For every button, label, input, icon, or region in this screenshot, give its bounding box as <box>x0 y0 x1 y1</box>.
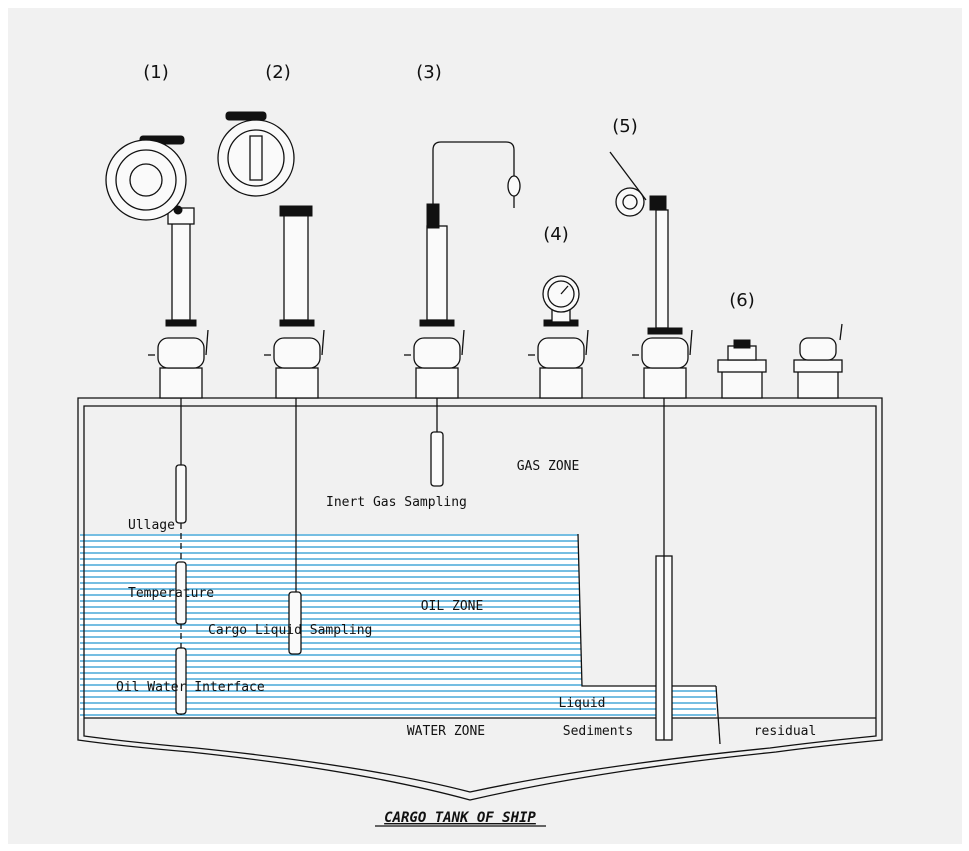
inert-gas-sampling-label: Inert Gas Sampling <box>326 495 467 510</box>
liquid-label: Liquid <box>559 696 606 711</box>
ullage-label: Ullage <box>128 518 175 533</box>
instrument-4-number: (4) <box>543 224 569 245</box>
instrument-5-sediment-sampler[interactable] <box>609 151 693 741</box>
instrument-6-valves[interactable] <box>717 323 843 399</box>
water-zone-label: WATER ZONE <box>407 724 485 739</box>
oil-zone-label: OIL ZONE <box>421 599 484 614</box>
instrument-1-utimeter[interactable] <box>105 135 209 715</box>
tank-outline <box>77 397 883 801</box>
instrument-3-gas-sampler[interactable] <box>404 141 521 487</box>
gas-zone-label: GAS ZONE <box>517 459 580 474</box>
instrument-6-number: (6) <box>729 290 755 311</box>
oil-water-interface-label: Oil Water Interface <box>116 680 265 695</box>
residual-label: residual <box>754 724 817 739</box>
cargo-liquid-sampling-label: Cargo Liquid Sampling <box>208 623 372 638</box>
instrument-2-number: (2) <box>265 62 291 83</box>
instrument-4-pressure-gauge[interactable] <box>528 275 589 399</box>
temperature-label: Temperature <box>128 586 214 601</box>
diagram-caption: CARGO TANK OF SHIP <box>384 810 536 826</box>
sediments-label: Sediments <box>563 724 633 739</box>
instrument-2-sampler[interactable] <box>217 111 325 655</box>
instrument-1-number: (1) <box>143 62 169 83</box>
instrument-3-number: (3) <box>416 62 442 83</box>
instrument-5-number: (5) <box>612 116 638 137</box>
